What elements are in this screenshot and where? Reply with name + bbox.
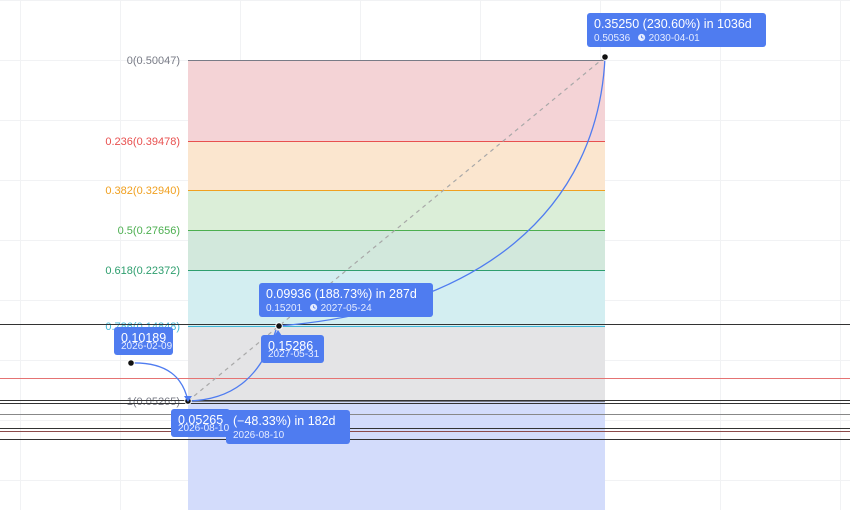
fib-level-label-6: 1(0.05265) bbox=[127, 396, 180, 408]
projection-curve-0[interactable] bbox=[130, 362, 189, 402]
projection-box-low-main-text: (−48.33%) in 182d bbox=[233, 414, 336, 428]
point-box-0-bg bbox=[114, 327, 173, 355]
point-marker-3[interactable] bbox=[601, 53, 609, 61]
projection-box-mid-main-text: 0.09936 (188.73%) in 287d bbox=[266, 287, 417, 301]
fib-level-label-4: 0.618(0.22372) bbox=[105, 265, 180, 277]
projection-box-low-bg bbox=[226, 410, 350, 444]
projection-box-mid-bg bbox=[259, 283, 433, 317]
point-box-2-date-text: 2027-05-31 bbox=[268, 349, 320, 360]
projection-box-mid-sub-text: 0.15201 bbox=[266, 303, 303, 314]
projection-box-top-bg bbox=[587, 13, 766, 47]
point-markers[interactable] bbox=[127, 53, 609, 405]
point-box-0-main-text: 0.10189 bbox=[121, 331, 166, 345]
point-box-1-bg bbox=[171, 409, 230, 437]
dashed-trend-line[interactable] bbox=[187, 56, 606, 402]
fib-band-0 bbox=[188, 60, 605, 141]
anchor-triangle-icon bbox=[184, 396, 192, 402]
projection-box-low: (−48.33%) in 182d 2026-08-10 bbox=[226, 410, 350, 444]
fib-level-label-1: 0.236(0.39478) bbox=[105, 136, 180, 148]
fib-band-2 bbox=[188, 190, 605, 230]
point-marker-2[interactable] bbox=[275, 322, 283, 330]
projection-box-low-date-text: 2026-08-10 bbox=[233, 430, 285, 441]
point-marker-0[interactable] bbox=[127, 359, 135, 367]
fib-level-lines bbox=[188, 60, 605, 402]
callout-boxes: 0.35250 (230.60%) in 1036d 0.50536 2030-04… bbox=[114, 13, 766, 444]
fib-band-5 bbox=[188, 326, 605, 401]
point-box-2-main-text: 0.15286 bbox=[268, 339, 313, 353]
projection-box-top: 0.35250 (230.60%) in 1036d 0.50536 2030-04… bbox=[587, 13, 766, 47]
fib-level-label-0: 0(0.50047) bbox=[127, 55, 180, 67]
point-box-1-main-text: 0.05265 bbox=[178, 413, 223, 427]
projection-box-mid-date-text: 2027-05-24 bbox=[321, 303, 373, 314]
fib-band-1 bbox=[188, 141, 605, 190]
point-box-1-date-text: 2026-08-10 bbox=[178, 423, 230, 434]
projection-box-top-main-text: 0.35250 (230.60%) in 1036d bbox=[594, 17, 752, 31]
projection-box-mid: 0.09936 (188.73%) in 287d 0.15201 2027-05-… bbox=[259, 283, 433, 317]
projection-box-top-sub-text: 0.50536 bbox=[594, 33, 631, 44]
fib-level-labels: 0(0.50047) 0.236(0.39478) 0.382(0.32940) 0.… bbox=[105, 55, 180, 408]
point-box-2-bg bbox=[261, 335, 324, 363]
point-box-0-date-text: 2026-02-09 bbox=[121, 341, 173, 352]
fib-band-3 bbox=[188, 230, 605, 270]
anchor-triangle-icon bbox=[274, 330, 282, 336]
projection-box-top-date-text: 2030-04-01 bbox=[649, 33, 701, 44]
fib-level-label-3: 0.5(0.27656) bbox=[118, 225, 180, 237]
horizontal-lines[interactable] bbox=[0, 324, 850, 440]
fib-level-label-2: 0.382(0.32940) bbox=[105, 185, 180, 197]
